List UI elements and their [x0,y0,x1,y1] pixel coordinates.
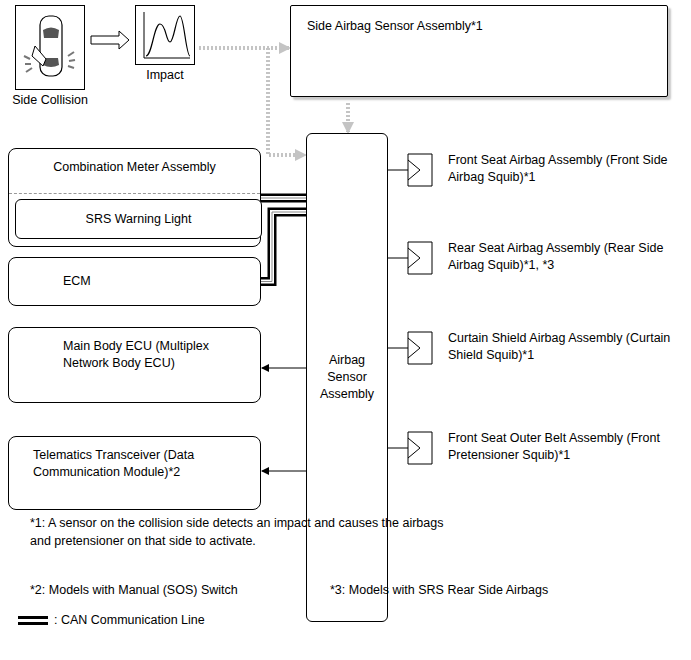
box-text: Telematics Transceiver (Data Communicati… [33,447,230,481]
divider-line [9,193,260,194]
collision-illustration: Side Collision [15,5,85,90]
box-label: Combination Meter Assembly [29,159,240,176]
box-text: SRS Warning Light [26,211,251,228]
warning-light-box: SRS Warning Light [15,199,262,239]
impact-arrow [91,31,129,49]
box-text: Airbag Sensor Assembly [311,352,383,403]
output-line [262,471,306,472]
squib-symbol [400,328,440,368]
squib-label-text: Front Seat Airbag Assembly (Front Side A… [448,152,676,186]
footnote: *1: A sensor on the collision side detec… [30,515,450,550]
legend-can-sample [18,614,50,628]
illustration-caption: Side Collision [12,93,88,107]
box-label: Airbag Sensor Assembly [311,352,383,403]
footnote: *2: Models with Manual (SOS) Switch [30,582,320,600]
squib-label-text: Rear Seat Airbag Assembly (Rear Side Air… [448,240,676,274]
squib-symbol [400,238,440,278]
ecu-box: ECM [8,257,261,306]
ecu-box: Airbag Sensor Assembly [306,133,388,622]
illustration-frame [15,5,85,90]
ecu-box: Telematics Transceiver (Data Communicati… [8,436,261,510]
squib-component: Front Seat Outer Belt Assembly (Front Pr… [400,428,680,468]
illustration-frame [135,5,195,65]
box-text: Side Airbag Sensor Assembly*1 [307,18,651,35]
legend-text: : CAN Communication Line [54,612,205,630]
squib-symbol [400,150,440,190]
output-line [388,170,400,171]
output-line [262,368,306,369]
meter-box: Combination Meter AssemblySRS Warning Li… [8,148,261,247]
squib-symbol [400,428,440,468]
box-label: SRS Warning Light [26,211,251,228]
squib-label: Front Seat Airbag Assembly (Front Side A… [448,152,676,186]
box-label: Main Body ECU (Multiplex Network Body EC… [63,338,230,372]
box-text: Combination Meter Assembly [29,159,240,176]
impact-signal [199,46,289,50]
box-label: Side Airbag Sensor Assembly*1 [307,18,651,35]
output-line [388,258,400,259]
squib-component: Curtain Shield Airbag Assembly (Curtain … [400,328,680,368]
squib-label-text: Curtain Shield Airbag Assembly (Curtain … [448,330,676,364]
car-illustration [16,6,86,91]
squib-label: Rear Seat Airbag Assembly (Rear Side Air… [448,240,676,274]
footnote: *3: Models with SRS Rear Side Airbags [330,582,670,600]
box-text: ECM [63,273,250,290]
box-label: Telematics Transceiver (Data Communicati… [33,447,230,481]
impact-graph-plot [136,6,196,66]
squib-component: Rear Seat Airbag Assembly (Rear Side Air… [400,238,680,278]
output-line [388,348,400,349]
can-line [261,198,306,199]
box-label: ECM [63,273,250,290]
impact-signal [346,103,350,132]
impact-graph: Impact [135,5,195,65]
illustration-caption: Impact [146,68,184,82]
squib-label: Curtain Shield Airbag Assembly (Curtain … [448,330,676,364]
output-line [388,448,400,449]
squib-label: Front Seat Outer Belt Assembly (Front Pr… [448,430,676,464]
box-text: Main Body ECU (Multiplex Network Body EC… [63,338,230,372]
ecu-box: Main Body ECU (Multiplex Network Body EC… [8,327,261,403]
can-line [261,212,306,282]
squib-component: Front Seat Airbag Assembly (Front Side A… [400,150,680,190]
sensor-box: Side Airbag Sensor Assembly*1 [290,5,668,97]
squib-label-text: Front Seat Outer Belt Assembly (Front Pr… [448,430,676,464]
